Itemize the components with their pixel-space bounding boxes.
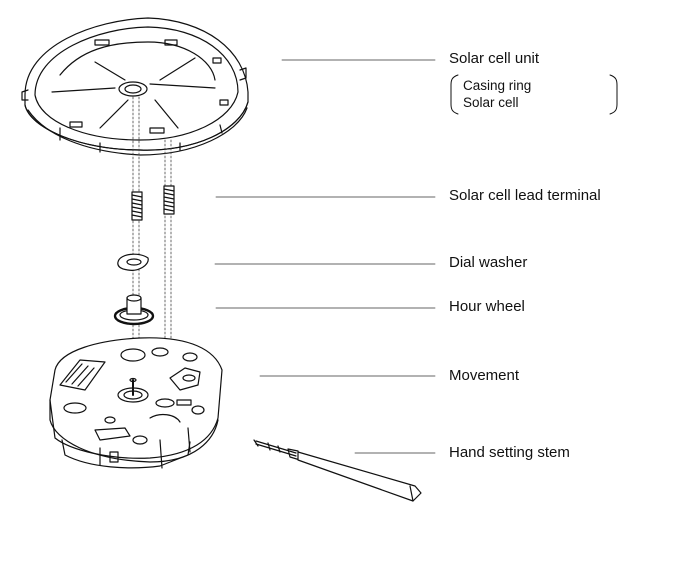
movement-part xyxy=(49,337,223,469)
hour-wheel-part xyxy=(113,294,155,326)
solar-cell-unit-part xyxy=(21,17,249,156)
left-bracket xyxy=(450,74,459,115)
leader-lines xyxy=(214,59,436,454)
dial-washer-part xyxy=(117,253,149,271)
label-solar-cell-unit: Solar cell unit xyxy=(449,50,540,67)
hand-setting-stem-part xyxy=(253,439,422,502)
label-hand-setting-stem: Hand setting stem xyxy=(449,444,570,461)
label-dial-washer: Dial washer xyxy=(449,254,528,271)
label-movement: Movement xyxy=(449,367,520,384)
assembly-axis-lines xyxy=(132,96,172,386)
label-solar-cell: Solar cell xyxy=(463,95,519,110)
label-solar-cell-lead-terminal: Solar cell lead terminal xyxy=(449,187,601,204)
right-bracket xyxy=(609,74,618,115)
label-casing-ring: Casing ring xyxy=(463,78,532,93)
lead-terminal-springs xyxy=(131,185,175,221)
label-hour-wheel: Hour wheel xyxy=(449,298,525,315)
